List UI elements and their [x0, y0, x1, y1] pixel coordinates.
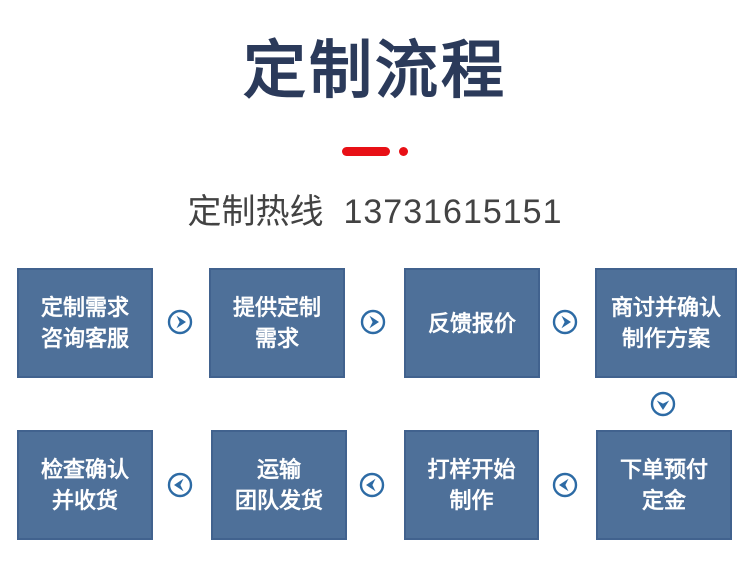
step-label-line: 打样开始 — [427, 457, 516, 482]
page-title: 定制流程 — [243, 36, 507, 106]
flow-step-order-deposit: 下单预付 定金 — [596, 430, 732, 540]
step-label-line: 定制需求 — [40, 295, 129, 320]
step-label-line: 提供定制 — [232, 295, 321, 320]
hotline-label: 定制热线 — [187, 193, 324, 231]
flow-step-confirm-plan: 商讨并确认 制作方案 — [595, 268, 737, 378]
arrow-left-icon — [359, 472, 385, 498]
arrow-right-icon — [360, 309, 386, 335]
step-label-line: 定金 — [641, 488, 686, 513]
title-divider — [0, 145, 750, 157]
step-label-line: 并收货 — [51, 488, 118, 513]
arrow-right-icon — [552, 309, 578, 335]
step-label-line: 检查确认 — [40, 457, 129, 482]
flow-step-provide-requirements: 提供定制 需求 — [209, 268, 345, 378]
arrow-left-icon — [552, 472, 578, 498]
arrow-right-icon — [167, 309, 193, 335]
hotline-number: 13731615151 — [343, 193, 563, 231]
flow-step-inspect-receive: 检查确认 并收货 — [17, 430, 153, 540]
step-label-line: 商讨并确认 — [610, 295, 721, 320]
arrow-down-icon — [650, 391, 676, 417]
hotline-line: 定制热线 13731615151 — [0, 192, 750, 232]
step-label-line: 咨询客服 — [40, 326, 129, 351]
step-label-line: 反馈报价 — [427, 310, 516, 336]
arrow-left-icon — [167, 472, 193, 498]
divider-dot — [399, 146, 408, 156]
step-label-line: 需求 — [254, 326, 299, 351]
step-label-line: 运输 — [256, 457, 301, 482]
step-label-line: 制作方案 — [621, 326, 710, 351]
step-label-line: 下单预付 — [619, 457, 708, 482]
flow-step-consult-service: 定制需求 咨询客服 — [17, 268, 153, 378]
divider-bar — [342, 146, 390, 156]
flow-step-shipping: 运输 团队发货 — [211, 430, 347, 540]
flow-step-quote-feedback: 反馈报价 — [404, 268, 540, 378]
step-label-line: 团队发货 — [234, 488, 323, 513]
step-label-line: 制作 — [449, 488, 494, 513]
flow-step-sampling-production: 打样开始 制作 — [404, 430, 539, 540]
